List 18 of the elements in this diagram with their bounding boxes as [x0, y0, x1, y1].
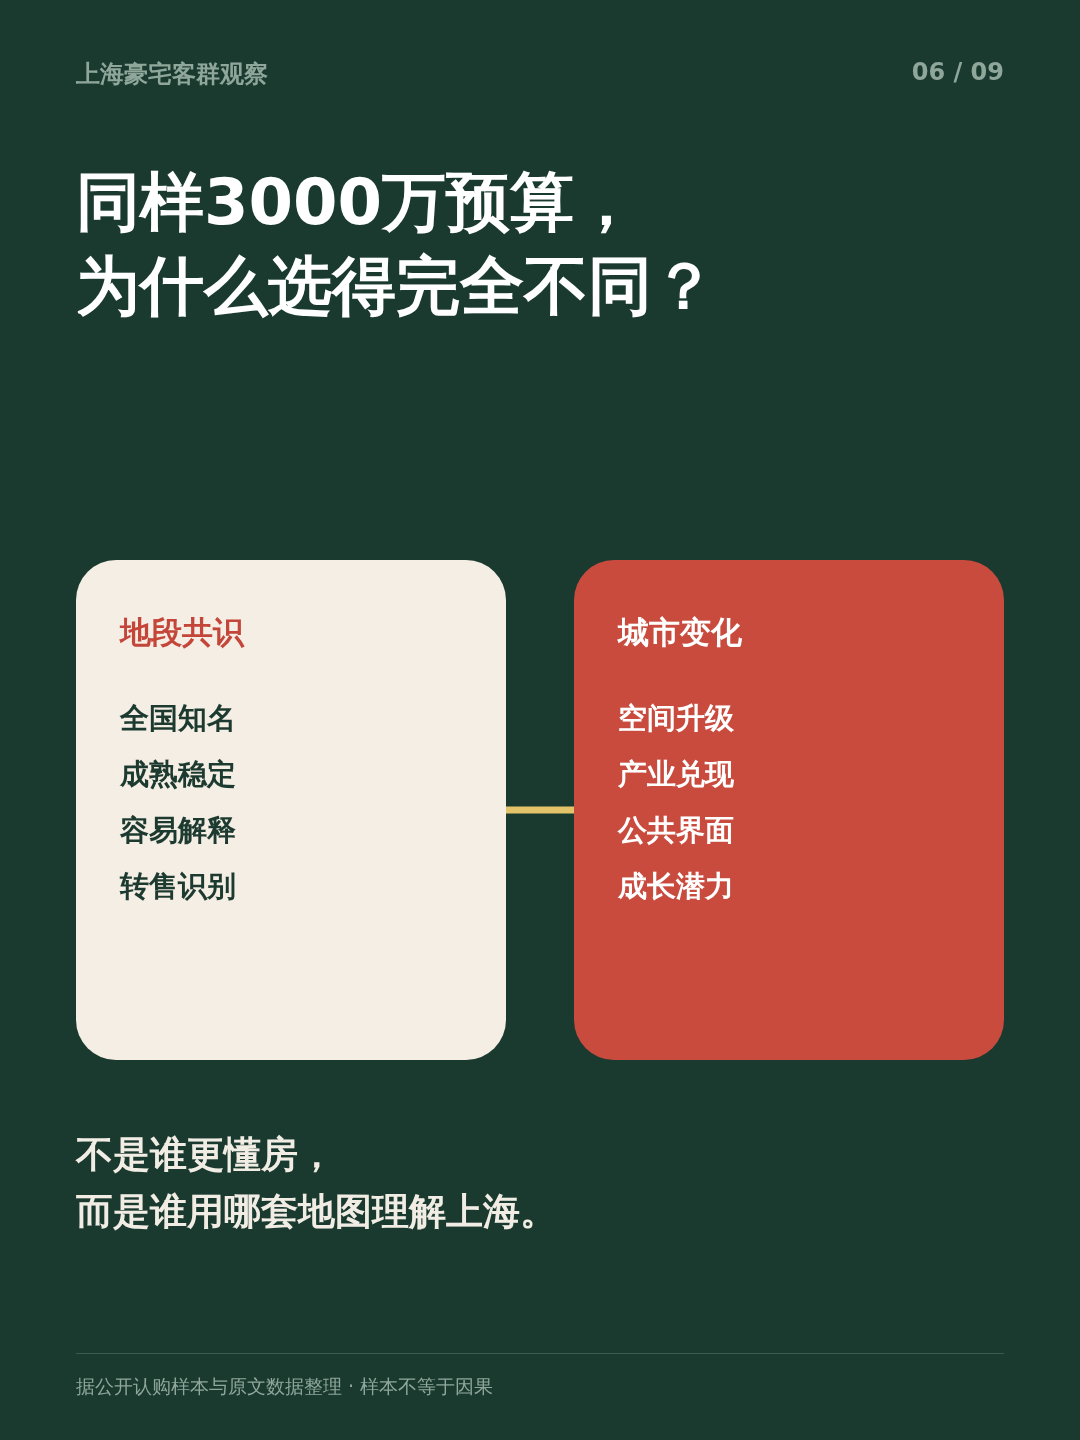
category-card [574, 560, 1004, 1060]
list-item: 产业兑现 [618, 756, 734, 792]
category-card [76, 560, 506, 1060]
list-item: 转售识别 [120, 868, 236, 904]
list-item: 空间升级 [618, 700, 734, 736]
list-item: 成熟稳定 [120, 756, 236, 792]
list-item: 成长潜力 [618, 868, 734, 904]
list-item: 容易解释 [120, 812, 236, 848]
conclusion-text: 不是谁更懂房，而是谁用哪套地图理解上海。 [76, 1132, 557, 1235]
connector-line [506, 806, 574, 814]
list-item: 全国知名 [120, 700, 236, 736]
page-number: 06 / 09 [911, 58, 1004, 86]
source-note: 据公开认购样本与原文数据整理 · 样本不等于因果 [76, 1374, 494, 1399]
card-heading: 城市变化 [618, 613, 742, 652]
list-item: 公共界面 [618, 812, 734, 848]
headline: 同样3000万预算，为什么选得完全不同？ [76, 164, 716, 325]
card-heading: 地段共识 [120, 613, 244, 652]
series-title: 上海豪宅客群观察 [76, 59, 268, 90]
